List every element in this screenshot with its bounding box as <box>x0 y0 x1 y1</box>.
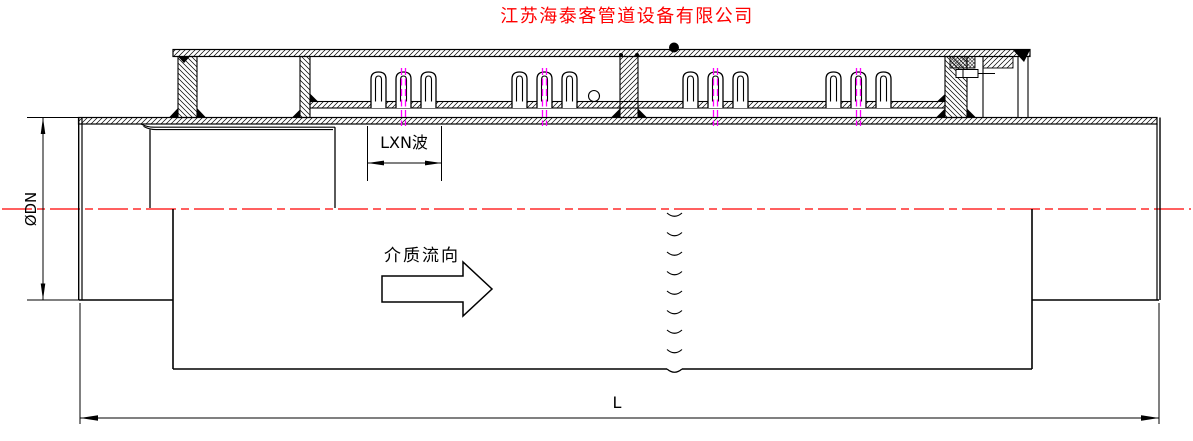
bellows-group-2 <box>511 71 578 109</box>
weld-fillet <box>937 94 945 102</box>
overall-length-label: L <box>613 393 622 412</box>
gland-follower <box>982 56 1014 69</box>
weld-fillet <box>169 108 178 118</box>
break-line <box>666 212 683 354</box>
outer-casing-shell <box>172 42 1031 58</box>
dim-arrow <box>367 160 384 166</box>
company-title: 江苏海泰客管道设备有限公司 <box>500 6 754 27</box>
vent-plug-dot <box>669 42 679 53</box>
left-guide-ring <box>292 55 318 119</box>
left-end-plate <box>169 55 206 119</box>
bellows-group-4 <box>825 71 892 109</box>
bellows-length-label: LXN波 <box>380 133 428 152</box>
dim-arrow <box>1141 415 1159 421</box>
dim-arrow <box>40 117 46 134</box>
weld-fillet <box>178 56 190 63</box>
weld-fillet <box>292 109 300 118</box>
dim-arrow <box>40 283 46 300</box>
pipe-end-edges <box>77 117 1161 300</box>
weld-fillet <box>611 108 620 118</box>
retainer-ring <box>1017 55 1029 119</box>
weld-fillet <box>638 108 647 118</box>
gland-bolt <box>955 69 979 78</box>
weld-fillet <box>936 108 945 118</box>
bellows-group-3 <box>682 71 749 109</box>
dimension-bellows-length: LXN波 <box>367 126 442 181</box>
flow-direction: 介质流向 <box>381 246 494 318</box>
weld-fillet <box>1013 50 1030 62</box>
flow-direction-label: 介质流向 <box>384 246 460 266</box>
bellows-group-1 <box>370 71 437 109</box>
dimension-diameter: ØDN <box>22 117 79 301</box>
packing-seal <box>949 56 976 69</box>
flow-arrow <box>381 260 494 318</box>
dimension-overall-length: L <box>79 303 1160 424</box>
lower-outline <box>79 209 1159 373</box>
dim-arrow <box>80 415 98 421</box>
weld-fillet <box>967 108 976 118</box>
middle-partition-ring <box>611 53 647 119</box>
diameter-label: ØDN <box>22 192 40 227</box>
weld-fillet <box>310 93 318 102</box>
core-pipe-wall <box>77 116 1158 125</box>
slip-joint-liner <box>140 123 336 208</box>
weld-fillet <box>197 108 206 118</box>
drain-port-circle <box>587 89 601 103</box>
packing-gland <box>936 50 1030 119</box>
dim-arrow <box>425 160 442 166</box>
